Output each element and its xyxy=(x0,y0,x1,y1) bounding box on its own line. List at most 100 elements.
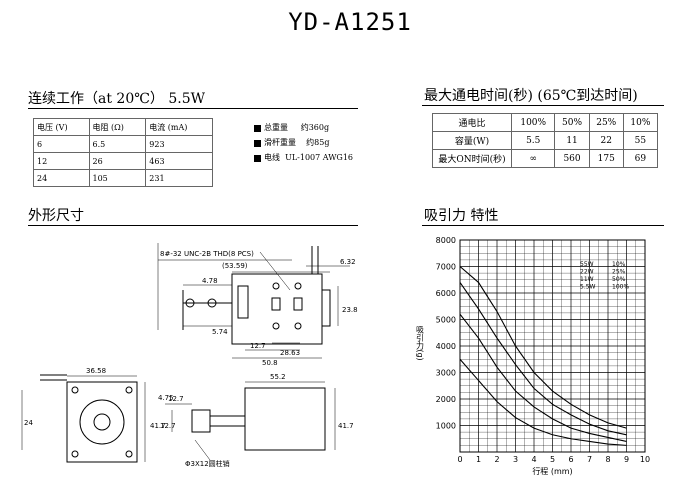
side-view-plunger xyxy=(191,409,211,433)
page-title: YD-A1251 xyxy=(288,8,412,36)
table-cell: 55 xyxy=(622,131,659,150)
mount-hole xyxy=(272,282,280,290)
front-view-ring xyxy=(79,399,125,445)
dim-label: 24 xyxy=(24,419,33,427)
dim-label: 23.8 xyxy=(342,306,358,314)
continuous-heading: 连续工作（at 20℃） 5.5W xyxy=(28,91,206,107)
side-view-body xyxy=(244,387,326,451)
x-tick-label: 1 xyxy=(476,455,481,464)
dim-label: 41.7 xyxy=(338,422,354,430)
dim-label: 50.8 xyxy=(262,359,278,367)
spec-label: 总重量 xyxy=(264,123,288,132)
table-header-row: 电压 (V) 电阻 (Ω) 电流 (mA) xyxy=(33,118,213,136)
table-row: 6 6.5 923 xyxy=(33,135,213,153)
row-label: 最大ON时间(秒) xyxy=(432,149,512,168)
front-view-body xyxy=(66,381,138,463)
dim-label: 41.7 xyxy=(150,422,166,430)
table-cell: 5.5 xyxy=(510,131,556,150)
dimension-drawing: 8#-32 UNC-2B THD(8 PCS) (53.59) 6.32 4.7… xyxy=(21,243,358,468)
chart-title: 吸引力 特性 xyxy=(424,208,499,224)
legend-duty: 25% xyxy=(612,269,626,276)
spec-list: 总重量 约360g 滑杆重量 约85g 电线 UL-1007 AWG16 xyxy=(254,120,353,165)
bullet-square-icon xyxy=(254,154,261,162)
x-tick-label: 4 xyxy=(531,455,536,464)
x-tick-label: 6 xyxy=(568,455,573,464)
dim-label: 12.7 xyxy=(160,422,176,430)
table-cell: 10% xyxy=(622,113,659,132)
spec-item: 电线 UL-1007 AWG16 xyxy=(254,150,353,165)
y-tick-label: 7000 xyxy=(436,263,456,272)
header-resistance: 电阻 (Ω) xyxy=(88,118,147,136)
table-cell: 25% xyxy=(588,113,624,132)
dim-label: 55.2 xyxy=(270,373,286,381)
x-tick-label: 9 xyxy=(624,455,629,464)
y-tick-label: 6000 xyxy=(436,289,456,298)
header-voltage: 电压 (V) xyxy=(33,118,90,136)
table-cell: 69 xyxy=(622,149,659,168)
spec-label: 电线 xyxy=(264,153,280,162)
x-tick-label: 2 xyxy=(494,455,499,464)
x-tick-label: 8 xyxy=(605,455,610,464)
table-cell: 923 xyxy=(145,135,213,153)
table-cell: 100% xyxy=(510,113,556,132)
dim-label: 12.7 xyxy=(168,395,184,403)
y-tick-label: 5000 xyxy=(436,316,456,325)
table-cell: 175 xyxy=(588,149,624,168)
table-row: 12 26 463 xyxy=(33,152,213,170)
dim-label: 6.32 xyxy=(340,258,356,266)
series-line-55W xyxy=(459,266,627,429)
spec-value: 约360g xyxy=(300,123,330,132)
dim-pin-label: Φ3X12圆柱销 xyxy=(185,459,230,468)
y-tick-label: 3000 xyxy=(436,369,456,378)
y-tick-label: 4000 xyxy=(436,342,456,351)
table-cell: 50% xyxy=(554,113,590,132)
y-axis-label: 吸引力(g) xyxy=(416,325,425,360)
chart-rule xyxy=(422,225,664,226)
dims-rule xyxy=(28,225,358,226)
solenoid-body-top xyxy=(231,273,323,345)
legend-duty: 100% xyxy=(612,284,629,291)
table-row: 最大ON时间(秒) ∞ 560 175 69 xyxy=(432,149,659,168)
continuous-table: 电压 (V) 电阻 (Ω) 电流 (mA) 6 6.5 923 12 26 46… xyxy=(33,118,213,187)
dim-label: 4.78 xyxy=(202,277,218,285)
mount-hole xyxy=(294,322,302,330)
x-tick-label: 5 xyxy=(550,455,555,464)
legend-power: 55W xyxy=(580,261,594,268)
table-cell: 26 xyxy=(88,152,147,170)
table-cell: 11 xyxy=(554,131,590,150)
table-row: 通电比 100% 50% 25% 10% xyxy=(432,113,659,132)
dim-label: 12.7 xyxy=(250,342,266,350)
spec-label: 滑杆重量 xyxy=(264,138,296,147)
series-line-22W xyxy=(459,282,627,436)
spec-item: 滑杆重量 约85g xyxy=(254,135,353,150)
series-line-5.5W xyxy=(459,358,627,446)
legend-duty: 10% xyxy=(612,261,626,268)
y-tick-label: 2000 xyxy=(436,395,456,404)
y-tick-label: 1000 xyxy=(436,422,456,431)
mount-hole xyxy=(272,322,280,330)
spec-value: UL-1007 AWG16 xyxy=(285,153,353,162)
table-cell: 463 xyxy=(145,152,213,170)
spec-value: 约85g xyxy=(306,138,330,147)
pin-hole xyxy=(207,298,217,308)
table-row: 容量(W) 5.5 11 22 55 xyxy=(432,131,659,150)
bullet-square-icon xyxy=(254,124,261,132)
dim-label: (53.59) xyxy=(222,262,248,270)
table-row: 24 105 231 xyxy=(33,169,213,187)
continuous-rule xyxy=(28,108,358,109)
legend-duty: 50% xyxy=(612,276,626,283)
mount-hole xyxy=(293,297,303,311)
max-time-table: 通电比 100% 50% 25% 10% 容量(W) 5.5 11 22 55 … xyxy=(432,113,659,168)
bullet-square-icon xyxy=(254,139,261,147)
table-cell: 6.5 xyxy=(88,135,147,153)
header-current: 电流 (mA) xyxy=(145,118,213,136)
legend-power: 11W xyxy=(580,276,594,283)
dim-label: 4.75 xyxy=(158,394,174,402)
legend-power: 22W xyxy=(580,269,594,276)
table-cell: 22 xyxy=(588,131,624,150)
dim-label: 36.58 xyxy=(86,367,106,375)
table-cell: 12 xyxy=(33,152,90,170)
front-view-plunger xyxy=(93,413,111,431)
table-cell: 6 xyxy=(33,135,90,153)
